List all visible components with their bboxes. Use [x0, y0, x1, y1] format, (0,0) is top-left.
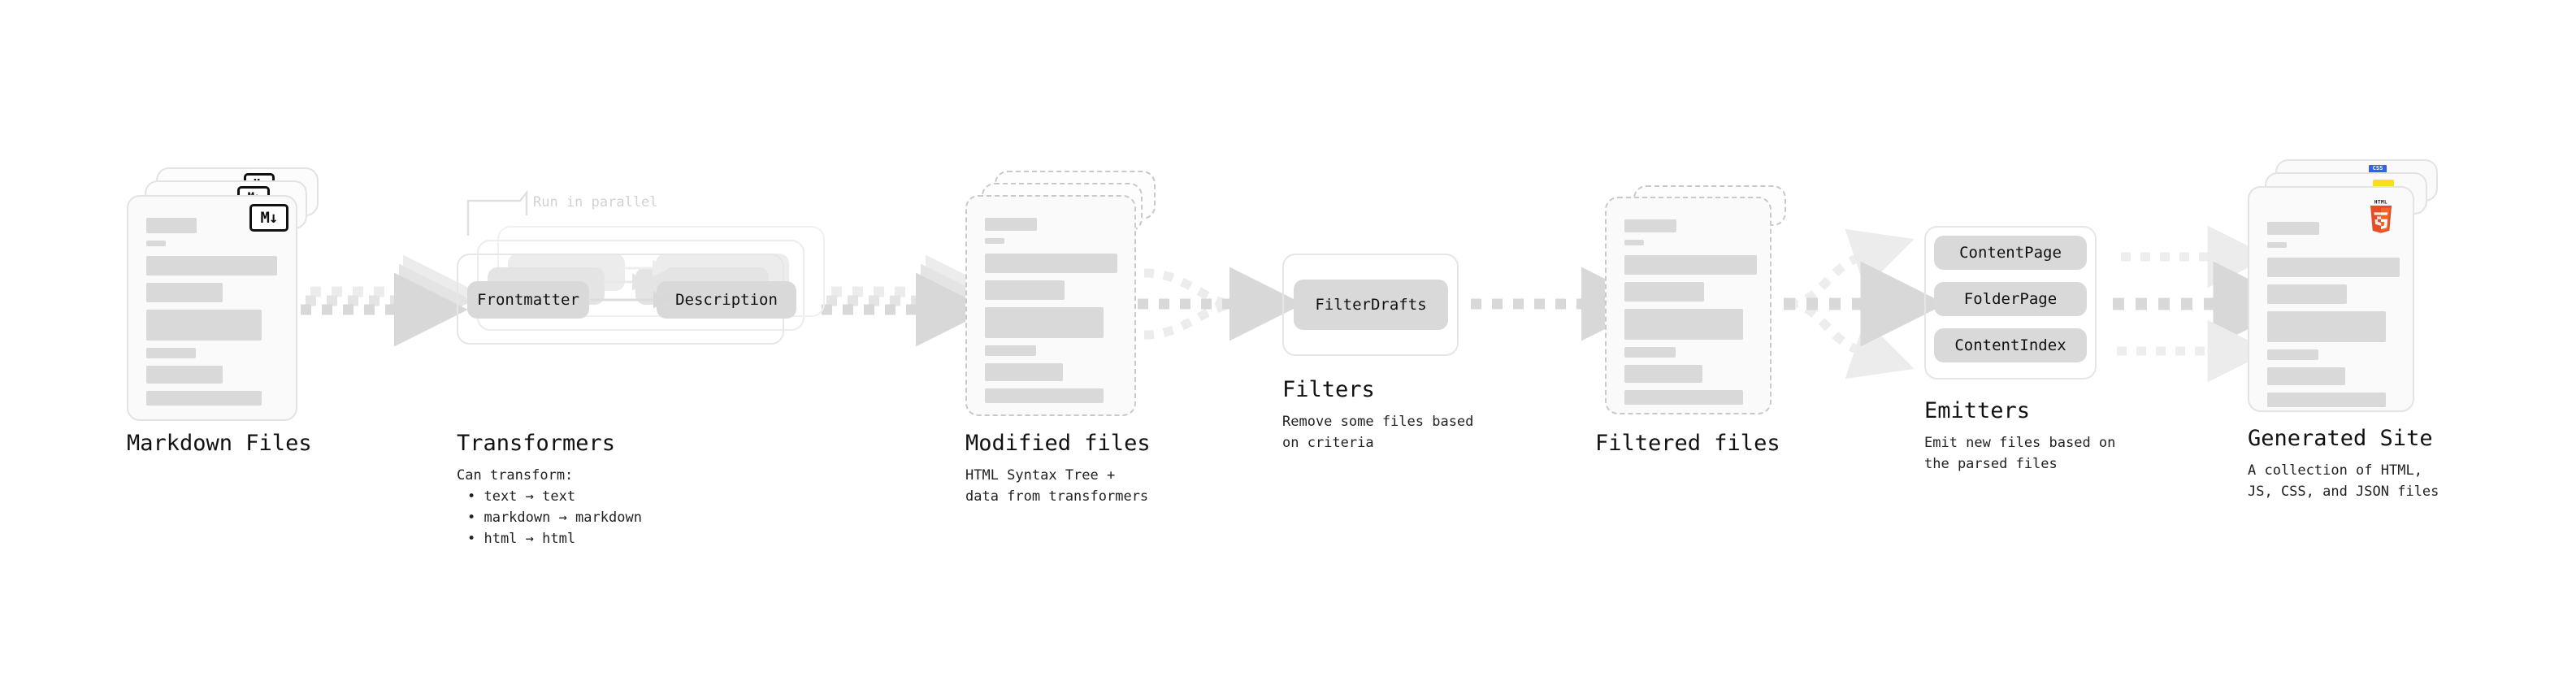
stage-title-modified-files: Modified files [965, 431, 1151, 456]
stage-title-markdown-files: Markdown Files [127, 431, 312, 456]
emitter-chip-folderpage[interactable]: FolderPage [1934, 282, 2087, 316]
skeleton-bar [985, 218, 1037, 231]
skeleton-bar [146, 218, 197, 233]
modified-card-front [965, 195, 1136, 416]
filtered-card-front [1605, 197, 1772, 414]
skeleton-bar [1624, 255, 1757, 275]
markdown-card-skeleton [146, 218, 278, 413]
markdown-card-front [127, 195, 297, 421]
skeleton-bar [2267, 242, 2287, 248]
transformer-chip-description[interactable]: Description [657, 281, 796, 319]
transformer-bullet-0: • text → text [467, 488, 576, 505]
skeleton-bar [2267, 367, 2345, 385]
skeleton-bar [985, 280, 1065, 300]
arrow-markdown-to-transformers [301, 254, 477, 347]
skeleton-bar [1624, 282, 1704, 301]
skeleton-bar [1624, 365, 1702, 383]
arrow-modified-to-filters [1138, 267, 1303, 341]
skeleton-bar [1624, 347, 1676, 358]
stage-subtitle-emitters: Emit new files based on the parsed files [1924, 435, 2116, 472]
transformer-bullet-2: • html → html [467, 531, 576, 547]
arrow-emitters-to-site [2113, 225, 2299, 383]
skeleton-bar [146, 348, 196, 358]
arrow-transformers-to-modified [822, 254, 1000, 347]
stage-subtitle-transformers: Can transform: [457, 467, 574, 484]
skeleton-bar [985, 254, 1117, 273]
filter-chip-filterdrafts[interactable]: FilterDrafts [1294, 280, 1448, 330]
filtered-card-skeleton [1624, 219, 1757, 412]
skeleton-bar [985, 345, 1036, 356]
modified-card-skeleton [985, 218, 1117, 410]
emitter-chip-contentindex[interactable]: ContentIndex [1934, 328, 2087, 362]
skeleton-bar [985, 388, 1104, 403]
svg-text:HTML: HTML [2374, 200, 2387, 206]
markdown-badge: M↓ [249, 204, 288, 232]
skeleton-bar [985, 238, 1004, 244]
skeleton-bar [985, 307, 1104, 338]
stage-title-filtered-files: Filtered files [1595, 431, 1780, 456]
skeleton-bar [2267, 258, 2400, 277]
skeleton-bar [146, 310, 262, 340]
transformer-bullet-1: • markdown → markdown [467, 510, 642, 526]
stage-title-generated-site: Generated Site [2248, 426, 2433, 451]
stage-title-filters: Filters [1282, 377, 1375, 402]
stage-subtitle-modified-files: HTML Syntax Tree + data from transformer… [965, 467, 1149, 505]
skeleton-bar [1624, 390, 1743, 405]
stage-subtitle-filters: Remove some files based on criteria [1282, 414, 1474, 451]
skeleton-bar [2267, 284, 2347, 304]
transformer-chip-frontmatter[interactable]: Frontmatter [467, 281, 589, 319]
skeleton-bar [146, 391, 262, 406]
parallel-note: Run in parallel [533, 194, 658, 210]
skeleton-bar [985, 363, 1063, 381]
emitters-frame [1924, 226, 2097, 380]
site-card-front: HTML [2248, 186, 2414, 412]
stage-title-transformers: Transformers [457, 431, 616, 456]
skeleton-bar [146, 366, 223, 384]
html5-icon: HTML [2370, 200, 2392, 233]
stage-title-emitters: Emitters [1924, 398, 2031, 423]
skeleton-bar [2267, 349, 2318, 360]
skeleton-bar [1624, 219, 1676, 232]
emitter-chip-contentpage[interactable]: ContentPage [1934, 236, 2087, 270]
skeleton-bar [2267, 311, 2386, 342]
skeleton-bar [2267, 393, 2386, 407]
filters-frame [1282, 254, 1459, 356]
skeleton-bar [1624, 309, 1743, 340]
arrow-filtered-to-emitters [1784, 228, 1946, 380]
stage-subtitle-generated-site: A collection of HTML, JS, CSS, and JSON … [2248, 462, 2439, 500]
skeleton-bar [1624, 240, 1644, 245]
skeleton-bar [146, 283, 223, 302]
skeleton-bar [146, 241, 166, 246]
skeleton-bar [2267, 222, 2319, 235]
site-card-skeleton [2267, 222, 2400, 414]
skeleton-bar [146, 256, 277, 275]
